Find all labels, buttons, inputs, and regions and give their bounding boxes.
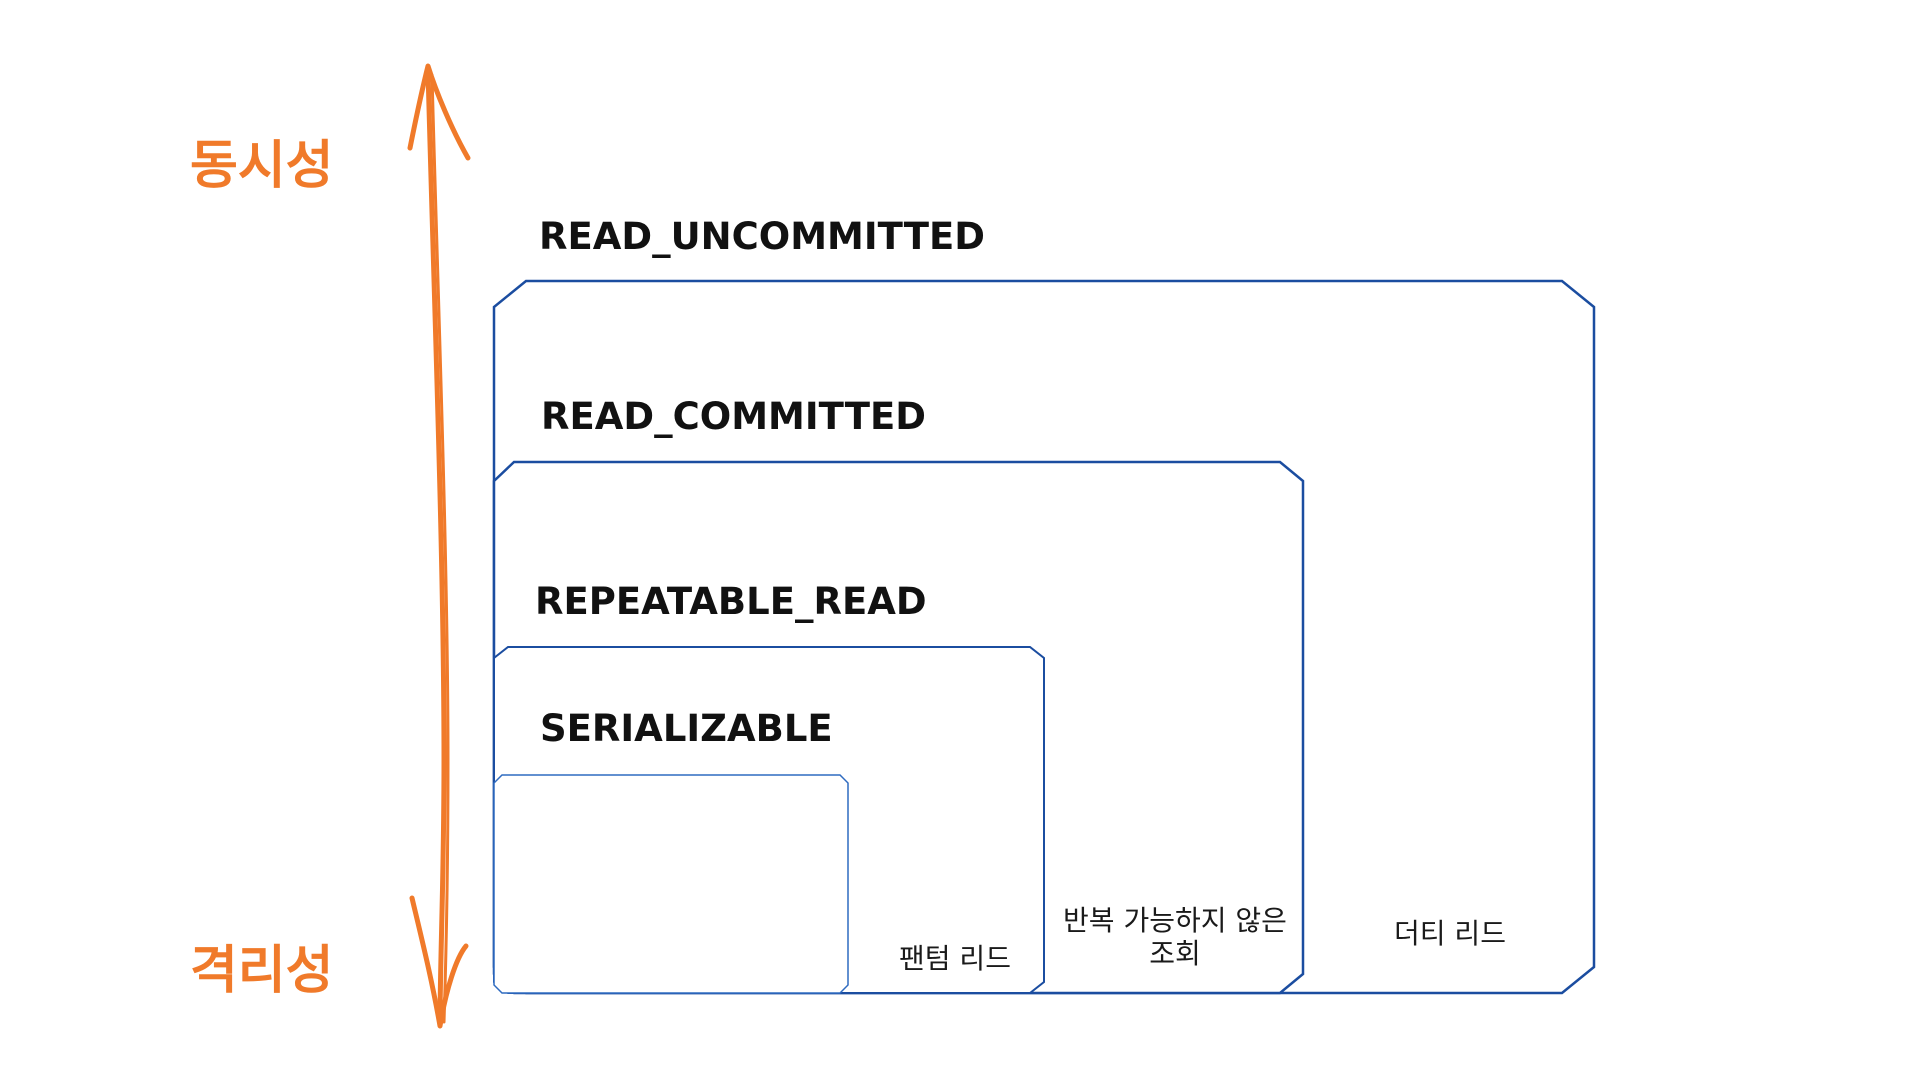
arrow-head-top bbox=[407, 63, 471, 161]
arrow-shaft-sketch bbox=[430, 73, 450, 1024]
anomaly-non-repeatable-read-line2: 조회 bbox=[1149, 937, 1201, 971]
anomaly-phantom-read: 팬텀 리드 bbox=[899, 942, 1011, 975]
anomaly-non-repeatable-read-line1: 반복 가능하지 않은 bbox=[1063, 904, 1287, 937]
level-title-read-committed: READ_COMMITTED bbox=[541, 395, 926, 438]
concurrency-isolation-arrow bbox=[407, 63, 471, 1029]
axis-label-concurrency: 동시성 bbox=[190, 136, 334, 196]
level-title-serializable: SERIALIZABLE bbox=[540, 707, 833, 750]
anomaly-dirty-read: 더티 리드 bbox=[1394, 917, 1506, 950]
arrow-shaft bbox=[425, 67, 447, 1028]
level-title-read-uncommitted: READ_UNCOMMITTED bbox=[539, 215, 985, 258]
box-serializable bbox=[493, 774, 849, 994]
anomaly-non-repeatable-read: 반복 가능하지 않은 조회 bbox=[1050, 904, 1300, 970]
axis-label-isolation: 격리성 bbox=[190, 941, 334, 1001]
level-title-repeatable-read: REPEATABLE_READ bbox=[535, 580, 927, 623]
arrow-head-bottom bbox=[409, 895, 469, 1029]
